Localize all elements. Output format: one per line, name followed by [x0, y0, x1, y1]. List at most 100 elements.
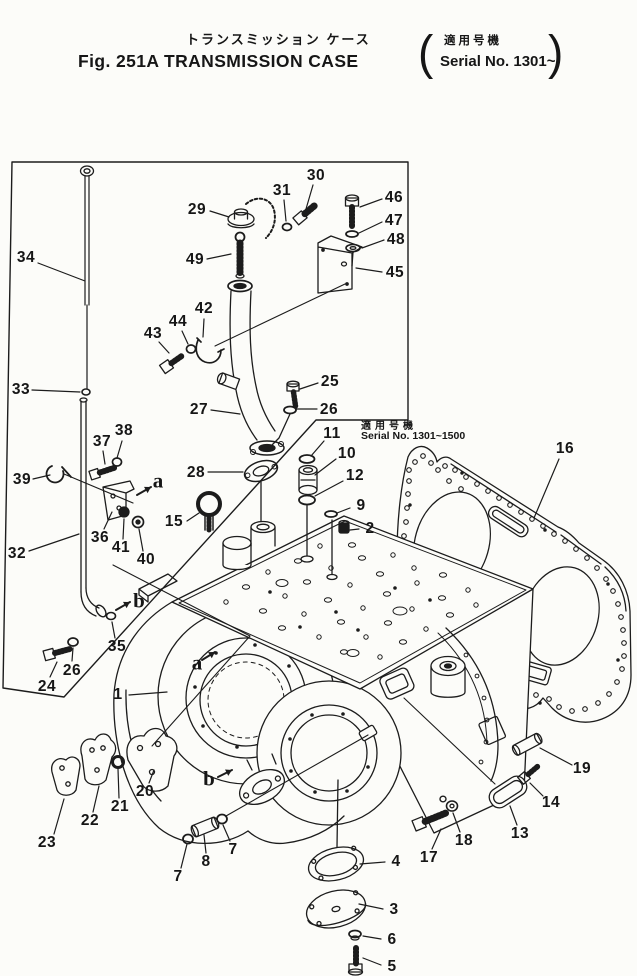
leader-17: [431, 828, 442, 850]
leader-11: [310, 440, 325, 457]
eye-bolt-15: [196, 491, 222, 534]
callout-37: 37: [92, 433, 112, 450]
bolt-37: [88, 464, 118, 481]
callout-40: 40: [136, 551, 156, 568]
leader-49: [206, 253, 232, 260]
guide-tube-32: [79, 397, 117, 621]
leader-18: [452, 812, 461, 833]
callout-36: 36: [90, 529, 110, 546]
callout-46: 46: [384, 189, 404, 206]
pin-19: [511, 732, 543, 756]
nut-40: [131, 515, 145, 529]
bolt-25: [286, 380, 300, 409]
leader-37: [102, 450, 106, 465]
mount-line-25: [267, 413, 291, 450]
callout-33: 33: [11, 381, 31, 398]
leader-8: [203, 834, 207, 854]
leader-10: [314, 458, 337, 476]
callout-32: 32: [7, 545, 27, 562]
plate-22: [80, 733, 117, 786]
leader-20: [148, 769, 155, 784]
ring-11: [298, 454, 316, 464]
bolt-17: [411, 809, 450, 832]
callout-9: 9: [356, 497, 366, 514]
bolt-5: [347, 945, 364, 976]
leader-19: [539, 747, 573, 766]
callout-6: 6: [387, 931, 397, 948]
callout-20: 20: [135, 783, 155, 800]
note-serial-range: Serial No. 1301~1500: [361, 430, 466, 442]
leader-42: [202, 318, 205, 338]
point-label-a-1: a: [191, 650, 203, 675]
callout-34: 34: [16, 249, 36, 266]
callout-13: 13: [510, 825, 530, 842]
ring-33: [81, 388, 91, 396]
applicability-label: 適用号機: [444, 35, 502, 47]
leader-29: [209, 210, 230, 218]
callout-29: 29: [187, 201, 207, 218]
leader-23: [53, 798, 65, 835]
callout-1: 1: [113, 686, 123, 703]
callout-12: 12: [345, 467, 365, 484]
leader-36: [103, 511, 113, 530]
leader-3: [358, 903, 384, 910]
point-arrowhead-b-2: [123, 601, 130, 609]
leader-44: [181, 330, 189, 345]
bolt-14: [517, 763, 541, 785]
nut-31: [281, 222, 293, 232]
case-boss: [430, 655, 466, 698]
callout-23: 23: [37, 834, 57, 851]
callout-22: 22: [80, 812, 100, 829]
washer-21: [111, 755, 125, 769]
washer-47: [345, 230, 359, 238]
leader-13: [509, 805, 518, 826]
callout-31: 31: [272, 182, 292, 199]
washer-38: [111, 457, 123, 467]
pin-8-rings-7: [182, 813, 228, 845]
point-label-a-0: a: [152, 468, 164, 493]
point-label-b-2: b: [133, 588, 145, 613]
leader-16: [533, 458, 560, 519]
bolt-24: [42, 646, 73, 662]
callout-21: 21: [110, 798, 130, 815]
plate-20: [126, 727, 178, 792]
callout-26: 26: [62, 662, 82, 679]
leader-32: [28, 533, 80, 552]
callout-4: 4: [391, 853, 401, 870]
leader-47: [358, 221, 383, 234]
plate-13: [488, 775, 528, 809]
leader-22: [92, 785, 100, 813]
valve-deck-holes: [223, 542, 479, 660]
leader-26: [71, 647, 74, 662]
leader-39: [32, 474, 51, 480]
cover-3: [305, 889, 367, 929]
leader-48: [361, 239, 385, 249]
leader-15: [186, 512, 200, 522]
leader-45: [355, 267, 383, 273]
leader-34: [37, 262, 86, 282]
point-label-b-3: b: [203, 766, 215, 791]
elbow-30: [292, 202, 318, 226]
callout-42: 42: [194, 300, 214, 317]
gasket-23: [51, 756, 81, 796]
callout-17: 17: [419, 849, 439, 866]
leader-46: [359, 198, 383, 208]
leader-21: [117, 768, 120, 799]
callout-7: 7: [173, 868, 183, 885]
tube-27: [216, 279, 285, 456]
bolt-43: [158, 352, 186, 375]
ring-35: [105, 611, 117, 621]
washer-44: [185, 344, 197, 354]
inset-box: [2, 161, 409, 698]
leader-33: [31, 389, 81, 393]
serial-number-label: Serial No. 1301~: [440, 53, 556, 70]
leader-24: [49, 661, 58, 678]
callout-3: 3: [389, 901, 399, 918]
leader-27: [210, 409, 241, 415]
leader-7: [180, 843, 188, 869]
bracket-45: [317, 235, 363, 294]
clamp-42: [195, 337, 225, 364]
dipstick-34: [79, 165, 95, 396]
